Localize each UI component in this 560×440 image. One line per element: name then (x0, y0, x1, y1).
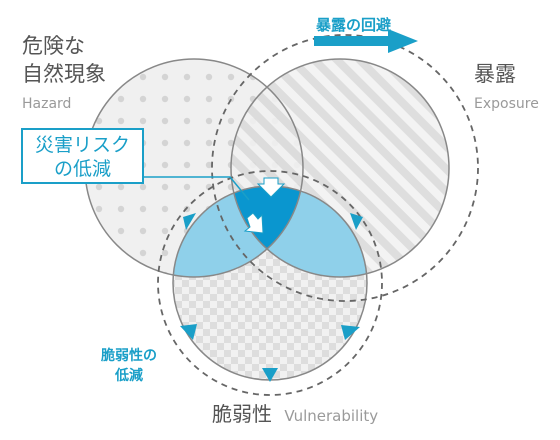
hazard-title-line2: 自然現象 (22, 62, 106, 86)
vulnerability-dashed-outline (157, 170, 383, 396)
arrow-icon (341, 325, 360, 340)
vulnerability-subtitle: Vulnerability (284, 407, 379, 425)
risk-core (231, 186, 303, 277)
avoid-exposure-label: 暴露の回避 (316, 16, 392, 34)
reduce-vulnerability-label: 脆弱性の 低減 (101, 346, 157, 386)
hazard-subtitle: Hazard (22, 96, 72, 112)
arrow-icon (183, 213, 196, 230)
arrow-icon (256, 177, 286, 198)
reduce-risk-line2: の低減 (53, 158, 111, 180)
reduce-risk-line1: 災害リスク (34, 134, 130, 156)
arrow-icon (180, 324, 197, 340)
reduce-vuln-line2: 低減 (115, 368, 143, 384)
hazard-title-line1: 危険な (22, 34, 85, 58)
exposure-label: 暴露 Exposure (474, 60, 539, 118)
arrow-icon (350, 213, 363, 230)
arrow-right-icon (314, 29, 418, 53)
exposure-title: 暴露 (474, 62, 516, 86)
vulnerability-title: 脆弱性 (212, 402, 272, 426)
exposure-subtitle: Exposure (474, 96, 539, 112)
arrow-icon (243, 212, 264, 234)
reduce-vuln-line1: 脆弱性の (101, 348, 157, 364)
exposure-dashed-outline (211, 34, 479, 302)
hazard-label: 危険な 自然現象 Hazard (22, 32, 106, 118)
arrow-icon (262, 368, 278, 382)
vulnerability-label: 脆弱性 Vulnerability (212, 398, 378, 427)
risk-reduction-callout: 災害リスク の低減 (21, 128, 144, 184)
